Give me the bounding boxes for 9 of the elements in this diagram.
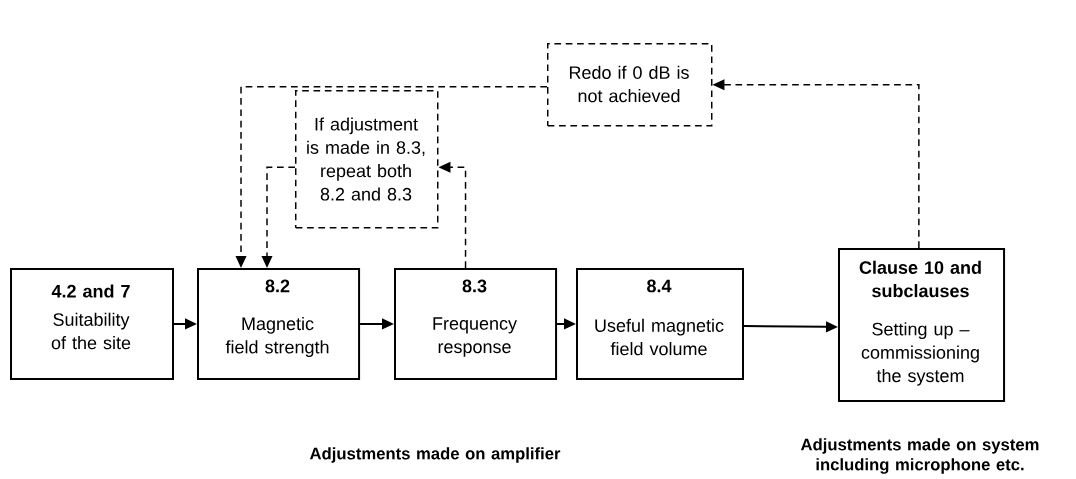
process-box: 8.4 Useful magnetic field volume xyxy=(576,268,744,380)
caption-text: Adjustments made on amplifier xyxy=(309,447,561,463)
process-box: Clause 10 and subclauses Setting up – commissioning the system xyxy=(838,248,1006,402)
process-box: 8.3 Frequency response xyxy=(394,268,558,380)
caption-text: Adjustments made on system including microphone etc. xyxy=(800,438,1039,474)
note-box: If adjustment is made in 8.3, repeat both 8.2 and 8.3 xyxy=(295,90,439,229)
process-box: 8.2 Magnetic field strength xyxy=(197,268,361,380)
note-box: Redo if 0 dB is not achieved xyxy=(547,43,713,127)
process-box: 4.2 and 7 Suitability of the site xyxy=(10,268,174,380)
